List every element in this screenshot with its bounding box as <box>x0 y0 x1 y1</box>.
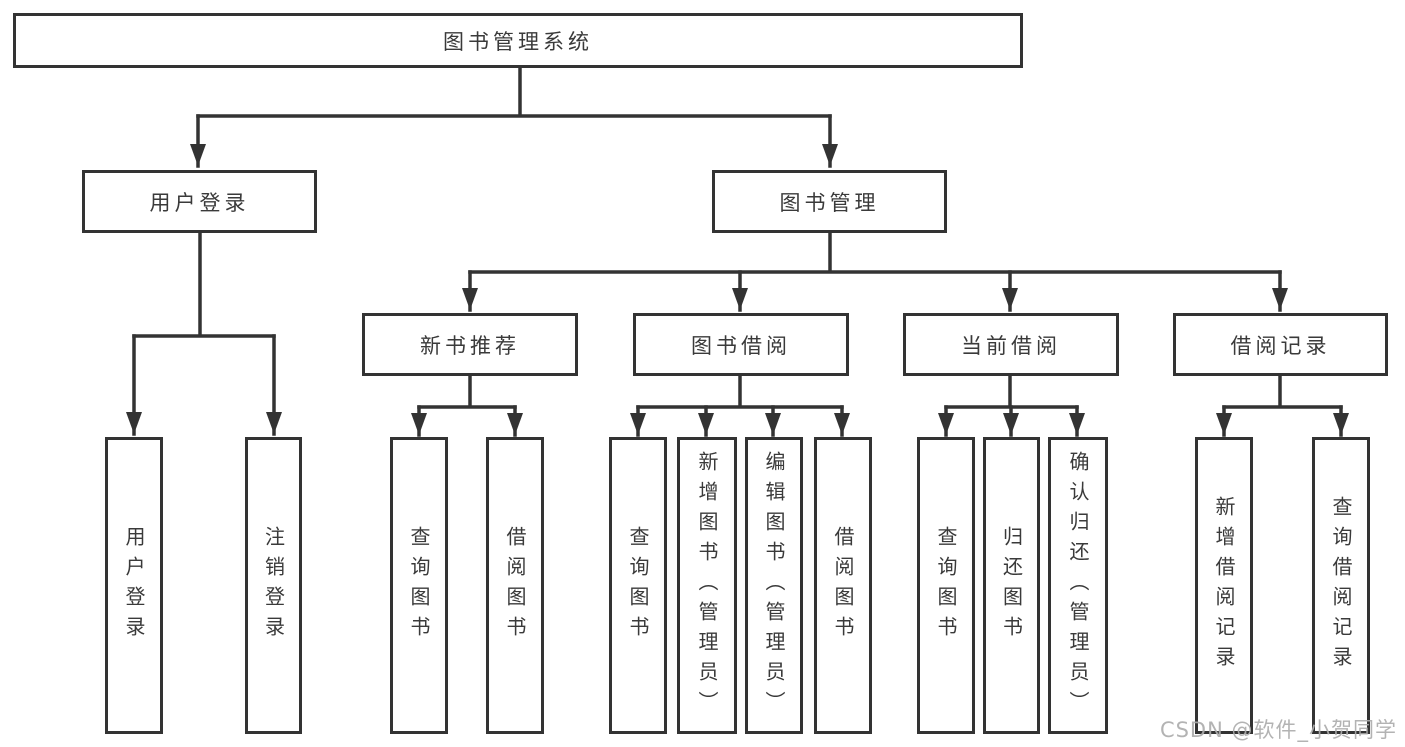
leaf-edit-book-admin: 编辑图书（管理员） <box>745 437 803 734</box>
leaf-return-books: 归还图书 <box>983 437 1040 734</box>
leaf-add-borrow-record: 新增借阅记录 <box>1195 437 1253 734</box>
connector-new-book-recommendation-to-leaves <box>411 374 523 437</box>
connector-borrowing-records-to-leaves <box>1216 374 1349 437</box>
leaf-query-books-current: 查询图书 <box>917 437 975 734</box>
node-book-management: 图书管理 <box>712 170 947 233</box>
leaf-query-books-borrow: 查询图书 <box>609 437 667 734</box>
leaf-user-login: 用户登录 <box>105 437 163 734</box>
leaf-borrow-books-recommend: 借阅图书 <box>486 437 544 734</box>
connector-root-to-level2 <box>190 66 838 168</box>
connector-user-login-to-leaves <box>126 231 282 436</box>
connector-current-borrowing-to-leaves <box>938 374 1085 437</box>
leaf-query-borrow-record: 查询借阅记录 <box>1312 437 1370 734</box>
leaf-add-book-admin: 新增图书（管理员） <box>677 437 737 734</box>
node-new-book-recommendation: 新书推荐 <box>362 313 578 376</box>
node-user-login: 用户登录 <box>82 170 317 233</box>
leaf-borrow-books: 借阅图书 <box>814 437 872 734</box>
node-borrowing-records: 借阅记录 <box>1173 313 1388 376</box>
node-book-borrowing: 图书借阅 <box>633 313 849 376</box>
connector-book-borrowing-to-leaves <box>630 374 850 437</box>
node-current-borrowing: 当前借阅 <box>903 313 1119 376</box>
leaf-logout: 注销登录 <box>245 437 302 734</box>
connector-book-management-to-level3 <box>462 231 1288 312</box>
csdn-watermark: CSDN @软件_小贺同学 <box>1159 718 1397 742</box>
node-library-management-system: 图书管理系统 <box>13 13 1023 68</box>
leaf-confirm-return-admin: 确认归还（管理员） <box>1048 437 1108 734</box>
leaf-query-books-recommend: 查询图书 <box>390 437 448 734</box>
